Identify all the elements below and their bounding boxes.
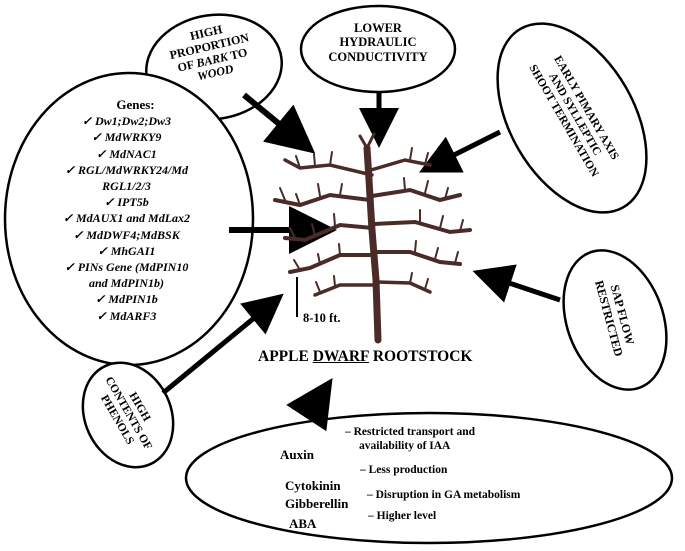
gene-name: IPT5b <box>117 195 149 210</box>
gene-name: MdDWF4;MdBSK <box>86 227 180 242</box>
gene-name: RGL1/2/3 <box>102 179 151 194</box>
bark-word-of: OF <box>176 56 196 75</box>
gene-name: and MdPIN1b) <box>88 276 164 291</box>
hormone-cytokinin: Cytokinin <box>285 478 341 493</box>
gene-item: ✓ MhGAI1 <box>97 243 156 258</box>
gene-item: ✓ MdARF3 <box>96 308 157 323</box>
genes-list: Genes: ✓ Dw1;Dw2;Dw3 ✓ MdWRKY9 ✓ MdNAC1 … <box>24 97 229 324</box>
dwarf-tree-illustration <box>273 132 472 344</box>
gene-item: ✓ Dw1;Dw2;Dw3 <box>81 114 172 129</box>
arrow-bark <box>242 92 316 154</box>
gene-item: ✓ MdNAC1 <box>96 146 157 161</box>
gene-item: ✓ RGL/MdWRKY24/Md <box>64 162 189 177</box>
gene-name: PINs Gene (MdPIN10 <box>77 260 189 275</box>
hormone-aba-effect: – Higher level <box>368 510 437 522</box>
title-post: ROOTSTOCK <box>368 348 473 365</box>
hormone-gibberellin-effect: – Disruption in GA metabolism <box>367 489 521 501</box>
gene-name: MdAUX1 and MdLax2 <box>76 211 191 226</box>
sap-ellipse <box>562 249 668 391</box>
gene-name: RGL/MdWRKY24/Md <box>78 162 189 177</box>
hormone-cytokinin-effect: – Less production <box>360 464 448 476</box>
auxin-effect-line-2: availability of IAA <box>359 440 451 453</box>
gene-item-continued: and MdPIN1b) <box>24 275 229 291</box>
hydraulic-line-2: HYDRAULIC <box>339 35 417 50</box>
gene-item: ✓ IPT5b <box>104 195 149 210</box>
phenols-ellipse <box>81 361 175 469</box>
gene-item: ✓ MdPIN1b <box>95 292 158 307</box>
gene-name: MdARF3 <box>109 308 157 323</box>
hormone-gibberellin: Gibberellin <box>285 496 349 511</box>
gene-name: MdWRKY9 <box>104 130 162 145</box>
gene-name: MdPIN1b <box>108 292 158 307</box>
gene-item: ✓ PINs Gene (MdPIN10 <box>64 260 189 275</box>
hydraulic-line-1: LOWER <box>354 21 402 35</box>
genes-heading: Genes: <box>116 97 155 112</box>
gene-name: Dw1;Dw2;Dw3 <box>95 114 172 129</box>
arrow-hormones <box>286 377 333 432</box>
gene-name: MdNAC1 <box>109 146 157 161</box>
auxin-effect-line-1: – Restricted transport and <box>345 426 475 438</box>
gene-item: ✓ MdAUX1 and MdLax2 <box>62 211 191 226</box>
gene-item: ✓ MdDWF4;MdBSK <box>73 227 180 242</box>
arrow-early <box>419 129 502 173</box>
arrow-sap <box>472 264 561 303</box>
gene-item: ✓ MdWRKY9 <box>91 130 162 145</box>
title-pre: APPLE <box>258 348 313 365</box>
early-ellipse <box>496 22 648 214</box>
hydraulic-line-3: CONDUCTIVITY <box>328 49 428 64</box>
diagram-title: APPLE DWARF ROOTSTOCK <box>258 348 472 366</box>
hormone-auxin: Auxin <box>280 447 314 462</box>
hormone-ellipse <box>184 411 674 545</box>
arrow-phenols <box>161 293 284 395</box>
hydraulic-label: LOWER HYDRAULIC CONDUCTIVITY <box>308 21 448 64</box>
title-dwarf: DWARF <box>312 348 369 365</box>
hormone-aba: ABA <box>289 516 317 531</box>
tree-height-label: 8-10 ft. <box>303 311 341 325</box>
gene-item-continued: RGL1/2/3 <box>24 178 229 194</box>
hormone-auxin-effect: – Restricted transport and availability … <box>345 425 475 454</box>
gene-name: MhGAI1 <box>110 243 156 258</box>
